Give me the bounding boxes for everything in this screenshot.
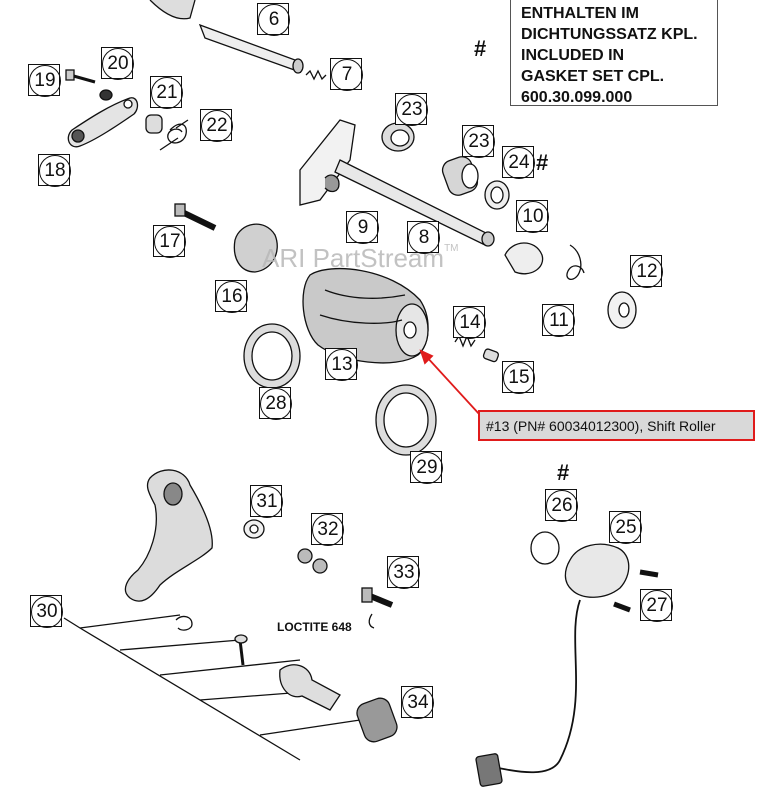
note-line: GASKET SET CPL.: [521, 68, 665, 85]
callout-17[interactable]: 17: [154, 226, 186, 258]
callout-23[interactable]: 23: [396, 94, 428, 126]
callout-28[interactable]: 28: [260, 388, 292, 420]
callout-33[interactable]: 33: [388, 557, 420, 589]
callout-12[interactable]: 12: [631, 256, 663, 288]
note-line: 600.30.099.000: [521, 89, 633, 106]
callout-9[interactable]: 9: [347, 212, 379, 244]
loctite-label: LOCTITE 648: [277, 620, 352, 634]
highlight-arrow: [419, 349, 481, 416]
note-line: DICHTUNGSSATZ KPL.: [521, 26, 698, 43]
part-tooltip-shift-roller[interactable]: #13 (PN# 60034012300), Shift Roller: [478, 410, 755, 441]
callout-29[interactable]: 29: [411, 452, 443, 484]
callout-32[interactable]: 32: [312, 514, 344, 546]
note-line: ENTHALTEN IM: [521, 5, 639, 22]
callout-25[interactable]: 25: [610, 512, 642, 544]
callout-30[interactable]: 30: [31, 596, 63, 628]
hash-mark: #: [474, 36, 487, 61]
callout-16[interactable]: 16: [216, 281, 248, 313]
hash-mark: #: [536, 150, 549, 175]
callout-20[interactable]: 20: [102, 48, 134, 80]
callout-11[interactable]: 11: [543, 305, 575, 337]
callout-10[interactable]: 10: [517, 201, 549, 233]
callout-19[interactable]: 19: [29, 65, 61, 97]
note-line: INCLUDED IN: [521, 47, 625, 64]
callout-27[interactable]: 27: [641, 590, 673, 622]
callout-23[interactable]: 23: [463, 126, 495, 158]
callout-22[interactable]: 22: [201, 110, 233, 142]
callout-6[interactable]: 6: [258, 4, 290, 36]
callout-15[interactable]: 15: [503, 362, 535, 394]
callout-7[interactable]: 7: [331, 59, 363, 91]
gasket-set-note: ENTHALTEN IM DICHTUNGSSATZ KPL. INCLUDED…: [510, 0, 718, 106]
callout-26[interactable]: 26: [546, 490, 578, 522]
callout-13[interactable]: 13: [326, 349, 358, 381]
callout-14[interactable]: 14: [454, 307, 486, 339]
callout-8[interactable]: 8: [408, 222, 440, 254]
callout-18[interactable]: 18: [39, 155, 71, 187]
callout-31[interactable]: 31: [251, 486, 283, 518]
hash-mark: #: [557, 460, 570, 485]
callout-34[interactable]: 34: [402, 687, 434, 719]
callout-21[interactable]: 21: [151, 77, 183, 109]
callout-24[interactable]: 24: [503, 147, 535, 179]
